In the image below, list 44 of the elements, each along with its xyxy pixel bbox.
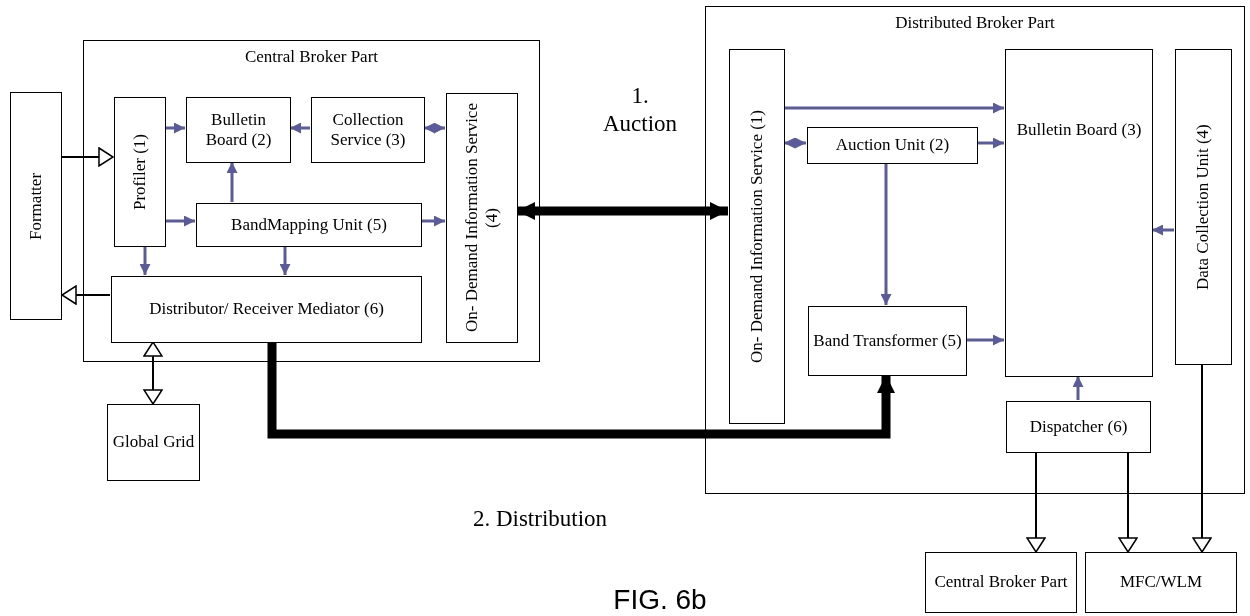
process-box: Dispatcher (6) xyxy=(1006,401,1151,453)
arrow xyxy=(966,334,1004,346)
process-box: Auction Unit (2) xyxy=(807,127,978,164)
process-box: BandMapping Unit (5) xyxy=(196,203,422,247)
process-box: Bulletin Board (3) xyxy=(1005,49,1153,377)
arrow xyxy=(1152,224,1174,236)
arrow xyxy=(1026,451,1046,553)
arrow xyxy=(61,147,114,167)
arrow xyxy=(977,137,1004,149)
process-box: Central Broker Part xyxy=(925,552,1077,613)
arrow xyxy=(267,342,895,439)
figure-caption: FIG. 6b xyxy=(612,584,708,616)
process-box: On- Demand Information Service (1) xyxy=(729,49,785,424)
arrow xyxy=(139,246,151,275)
arrow xyxy=(165,215,195,227)
arrow xyxy=(1118,451,1138,553)
process-box: Global Grid xyxy=(107,404,200,481)
arrow xyxy=(784,102,1004,114)
arrow xyxy=(279,246,291,275)
process-box: Data Collection Unit (4) xyxy=(1175,49,1232,365)
arrow xyxy=(61,285,111,305)
process-box: Collection Service (3) xyxy=(311,97,425,163)
process-box: Bulletin Board (2) xyxy=(186,97,291,163)
process-box: Formatter xyxy=(10,92,62,320)
group-frame xyxy=(83,40,540,362)
process-box: Band Transformer (5) xyxy=(808,306,967,376)
group-title: Distributed Broker Part xyxy=(895,13,1055,33)
arrow xyxy=(1192,363,1212,553)
arrow xyxy=(290,122,310,134)
arrow xyxy=(880,163,892,305)
group-title: Central Broker Part xyxy=(244,47,379,67)
process-box: Profiler (1) xyxy=(114,97,166,247)
arrow xyxy=(784,137,806,149)
arrow xyxy=(517,202,728,220)
arrow xyxy=(226,162,238,202)
arrow xyxy=(421,215,445,227)
group-frame xyxy=(705,6,1245,494)
process-box: MFC/WLM xyxy=(1085,552,1237,613)
arrow xyxy=(165,122,185,134)
arrow xyxy=(424,122,445,134)
process-box: Distributor/ Receiver Mediator (6) xyxy=(111,276,422,343)
arrow xyxy=(1072,376,1084,400)
process-box: On- Demand Information Service (4) xyxy=(446,93,518,343)
arrow xyxy=(143,341,163,405)
